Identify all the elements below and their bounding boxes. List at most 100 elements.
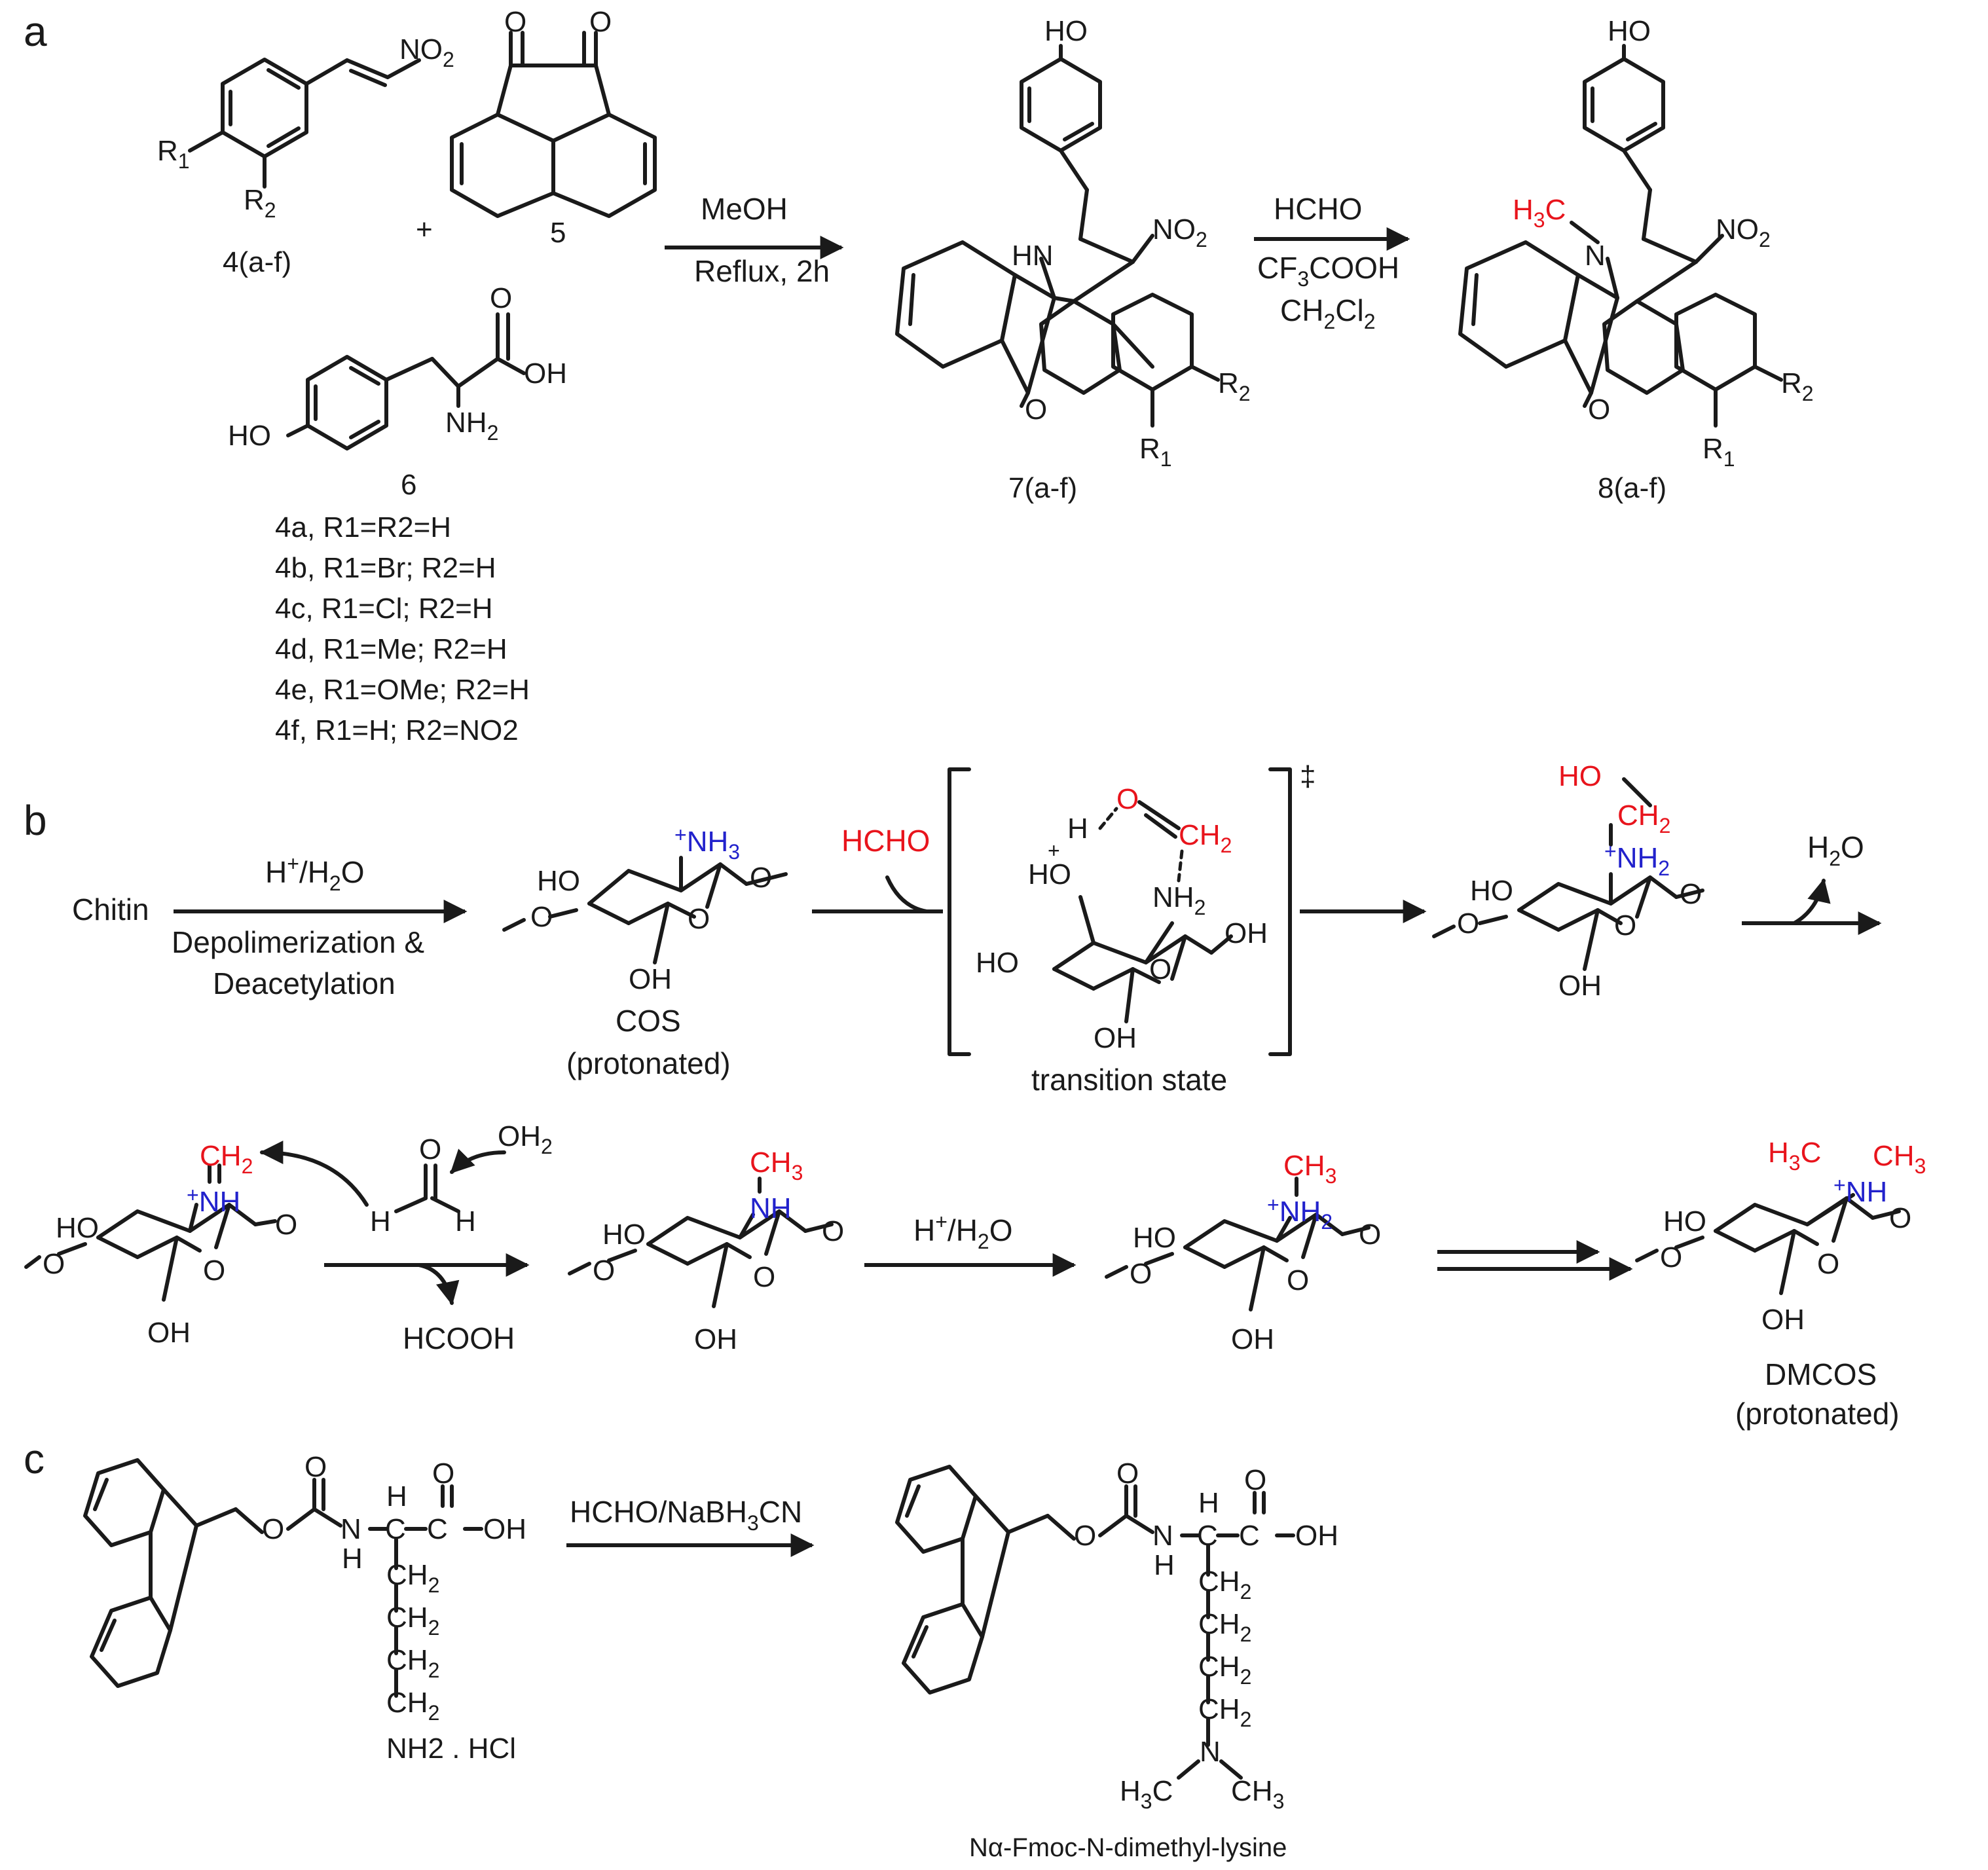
ts-oh-label: OH <box>1094 1022 1137 1054</box>
ammonium-label: +NH2 <box>1604 839 1670 880</box>
ts-ring-o: O <box>1149 953 1171 985</box>
h-label: H <box>370 1205 391 1238</box>
substituent-item: 4f, R1=H; R2=NO2 <box>275 714 519 746</box>
step1-bottom: Deacetylation <box>213 966 396 1000</box>
o-label: O <box>1359 1219 1381 1251</box>
oh-label: OH <box>694 1323 737 1355</box>
oh-label: OH <box>1231 1323 1274 1355</box>
o-label: O <box>1457 908 1479 940</box>
nitro-label: NO2 <box>1716 213 1771 251</box>
nh-label: N <box>1152 1520 1173 1552</box>
ts-ch2-label: CH2 <box>1179 819 1232 857</box>
panel-c-reagent: HCHO/NaBH3CN <box>570 1495 802 1535</box>
o-label: O <box>1130 1258 1152 1290</box>
compound-5-structure <box>450 31 657 218</box>
o-label: O <box>419 1133 441 1165</box>
compound-6-structure <box>286 312 526 450</box>
amine-hcl-label: NH2 . HCl <box>386 1732 516 1765</box>
dmcos-structure <box>1635 1193 1901 1295</box>
methyl-label: CH3 <box>1283 1150 1336 1188</box>
product-8-label: 8(a-f) <box>1598 472 1666 504</box>
oh-label: OH <box>1295 1520 1338 1552</box>
c-label: C <box>427 1513 448 1545</box>
substituent-item: 4a, R1=R2=H <box>275 511 451 543</box>
o-label: O <box>262 1513 284 1545</box>
o-label: O <box>1074 1520 1096 1552</box>
cos-label: (protonated) <box>566 1046 731 1080</box>
ts-bracket-right <box>1268 767 1292 1056</box>
iminium-label: +NH <box>187 1183 240 1218</box>
ring-o-label: O <box>1817 1248 1839 1280</box>
ammonium-label: +NH2 <box>1267 1193 1333 1234</box>
methylated-sugar-structure <box>568 1177 834 1308</box>
oh-label: OH <box>629 963 672 995</box>
o-label: O <box>1244 1464 1266 1496</box>
ho-label: HO <box>537 865 580 897</box>
nh2-label: NH2 <box>445 407 498 445</box>
step2-reagent: CF3COOH <box>1257 251 1399 291</box>
ts-charge: + <box>1048 839 1060 862</box>
panel-a-label: a <box>24 8 47 55</box>
panel-c-label: c <box>24 1435 45 1482</box>
curved-arrow <box>1792 878 1831 925</box>
oh-label: OH <box>483 1513 526 1545</box>
substituent-item: 4b, R1=Br; R2=H <box>275 552 496 584</box>
formic-acid-label: HCOOH <box>403 1321 515 1355</box>
formaldehyde-structure <box>259 1141 506 1213</box>
product-7-structure <box>895 44 1220 428</box>
plus-sign: + <box>416 213 433 246</box>
ts-o-label: O <box>1116 783 1139 815</box>
ho-label: HO <box>56 1212 99 1244</box>
compound-5-label: 5 <box>550 217 566 249</box>
ho-label: HO <box>1608 15 1651 47</box>
step1-bottom: Depolimerization & <box>172 925 424 959</box>
ring-o-label: O <box>203 1255 225 1287</box>
step1-reagent: MeOH <box>701 192 788 226</box>
compound-4-label: 4(a-f) <box>223 246 291 278</box>
nh-label: N <box>341 1513 361 1545</box>
step1-acid: H+/H2O <box>265 852 365 895</box>
curved-arrow <box>417 1263 460 1306</box>
step2-solvent: CH2Cl2 <box>1280 293 1376 333</box>
r1-label: R1 <box>1139 433 1172 471</box>
curved-arrow <box>885 875 929 913</box>
methyl-label: H3C <box>1120 1775 1173 1813</box>
h-label: H <box>455 1205 476 1238</box>
o-label: O <box>43 1248 65 1280</box>
r2-label: R2 <box>1218 367 1251 405</box>
o-label: O <box>593 1255 615 1287</box>
oh-label: OH <box>1558 970 1602 1002</box>
ring-o-label: O <box>688 903 710 935</box>
hemiaminal-sugar-structure <box>1432 777 1704 971</box>
iminium-sugar-structure <box>24 1164 277 1302</box>
o-label: O <box>504 6 526 38</box>
oh-label: OH <box>524 358 567 390</box>
nh-label: HN <box>1012 240 1054 272</box>
ho-label: HO <box>1558 760 1602 792</box>
methyl-label: H3C <box>1513 194 1566 232</box>
substituent-item: 4c, R1=Cl; R2=H <box>275 593 493 625</box>
ts-oh-label: HO <box>1028 858 1071 890</box>
compound-6-label: 6 <box>401 469 416 501</box>
ho-label: HO <box>1044 15 1088 47</box>
h-label: H <box>386 1480 407 1512</box>
ts-mark: ‡ <box>1300 760 1316 792</box>
ch2-label: CH2 <box>386 1687 439 1725</box>
ch2-label: CH2 <box>386 1602 439 1640</box>
water-out-label: H2O <box>1807 830 1864 870</box>
product-7-label: 7(a-f) <box>1008 472 1077 504</box>
o-label: O <box>1116 1458 1139 1490</box>
r2-label: R2 <box>244 184 276 222</box>
ho-label: HO <box>1470 875 1513 907</box>
cos-label: COS <box>616 1004 681 1038</box>
n-label: N <box>1585 240 1606 272</box>
ring-o-label: O <box>753 1261 775 1293</box>
oh-label: OH <box>147 1317 191 1349</box>
ring-o-label: O <box>1287 1264 1309 1296</box>
o-label: O <box>432 1458 454 1490</box>
nitro-label: NO2 <box>1152 213 1207 251</box>
r2-label: R2 <box>1781 367 1814 405</box>
substituent-list: 4a, R1=R2=H 4b, R1=Br; R2=H 4c, R1=Cl; R… <box>275 511 530 746</box>
h-label: H <box>342 1543 363 1575</box>
nh-label: NH <box>750 1192 792 1224</box>
